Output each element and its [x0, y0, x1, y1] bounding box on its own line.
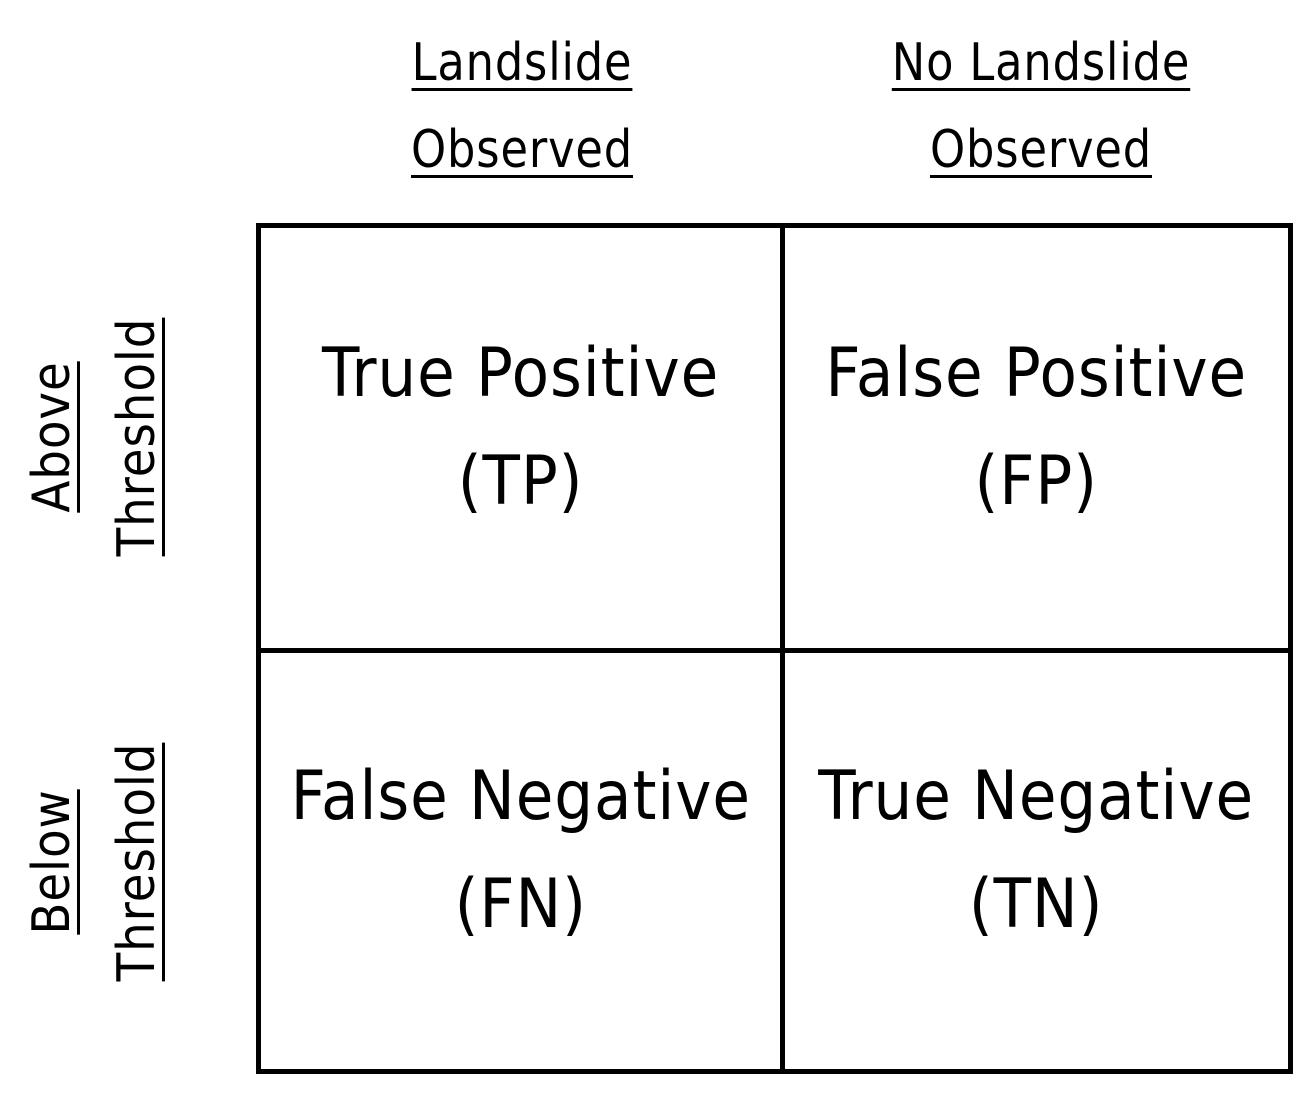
column-header-line-1: No Landslide: [891, 33, 1191, 93]
column-header-line-1: Landslide: [411, 33, 633, 93]
column-header-landslide-observed: Landslide Observed: [297, 20, 748, 194]
cell-false-negative: False Negative (FN): [261, 653, 785, 1069]
row-header-above-threshold: Above Threshold: [20, 293, 170, 581]
row-header-line-2: Threshold: [107, 742, 167, 982]
cell-label: False Positive: [825, 334, 1248, 413]
column-header-no-landslide-observed: No Landslide Observed: [820, 20, 1262, 194]
row-header-line-2: Threshold: [107, 317, 167, 557]
column-header-line-2: Observed: [929, 120, 1153, 180]
confusion-matrix: True Positive (TP) False Positive (FP) F…: [256, 223, 1293, 1074]
cell-abbreviation: (TN): [969, 865, 1104, 944]
cell-abbreviation: (FP): [974, 442, 1099, 521]
cell-false-positive: False Positive (FP): [785, 228, 1288, 653]
cell-label: True Negative: [818, 757, 1255, 836]
row-header-below-threshold: Below Threshold: [20, 718, 170, 1006]
row-header-line-1: Below: [22, 789, 82, 935]
cell-true-negative: True Negative (TN): [785, 653, 1288, 1069]
cell-abbreviation: (TP): [457, 442, 584, 521]
column-header-line-2: Observed: [410, 120, 634, 180]
cell-abbreviation: (FN): [454, 865, 587, 944]
cell-label: False Negative: [290, 757, 751, 836]
row-header-line-1: Above: [22, 361, 82, 513]
cell-true-positive: True Positive (TP): [261, 228, 785, 653]
cell-label: True Positive: [321, 334, 720, 413]
